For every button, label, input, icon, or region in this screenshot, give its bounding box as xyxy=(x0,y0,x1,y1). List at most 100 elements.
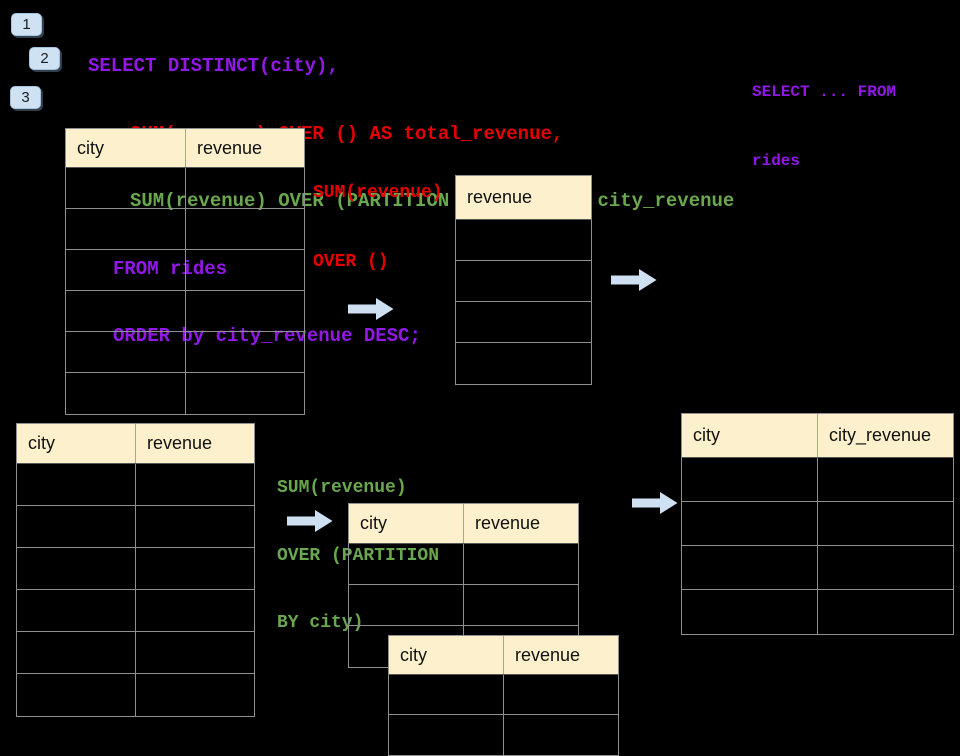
table-cell-empty xyxy=(504,675,618,714)
table-cell-empty xyxy=(389,715,504,755)
table-row xyxy=(66,291,304,332)
from-note-line1: SELECT ... FROM xyxy=(752,83,897,101)
table-row xyxy=(682,458,953,502)
arrow-right-icon-total-step2 xyxy=(611,268,657,292)
table-cell-empty xyxy=(818,546,953,589)
column-header-revenue: revenue xyxy=(147,433,213,453)
table-header-row: city revenue xyxy=(66,129,304,168)
total-revenue-annotation: SUM(revenue) OVER () xyxy=(313,136,443,297)
table-cell-empty xyxy=(136,506,254,547)
table-row xyxy=(17,464,254,506)
table-cell-empty xyxy=(186,332,304,372)
table-cell-empty xyxy=(136,632,254,673)
table-cell-empty xyxy=(66,332,186,372)
from-rides-note: SELECT ... FROM rides xyxy=(752,35,896,196)
column-header-city: city xyxy=(682,414,818,457)
partition-annotation-line1: SUM(revenue) xyxy=(277,478,407,498)
table-cell-empty xyxy=(186,168,304,208)
table-row xyxy=(17,548,254,590)
table-row xyxy=(389,715,618,755)
column-header-city: city xyxy=(66,129,186,167)
table-row xyxy=(66,168,304,209)
partition-annotation: SUM(revenue) OVER (PARTITION BY city) xyxy=(277,432,439,657)
table-total-revenue-result: revenue xyxy=(455,175,592,385)
table-cell-empty xyxy=(818,590,953,634)
column-header-city: city xyxy=(17,424,136,463)
total-annotation-line1: SUM(revenue) xyxy=(313,183,443,203)
column-header-revenue: revenue xyxy=(475,513,541,533)
table-cell-empty xyxy=(682,502,818,545)
table-cell-empty xyxy=(818,458,953,501)
table-cell-empty xyxy=(136,590,254,631)
table-cell-empty xyxy=(186,209,304,249)
table-cell-empty xyxy=(17,548,136,589)
column-header-city-revenue: city_revenue xyxy=(829,425,932,445)
arrow-right-icon-partition-step2 xyxy=(632,491,678,515)
table-row xyxy=(349,544,578,585)
arrow-right-icon-total-step1 xyxy=(348,297,394,321)
table-row xyxy=(682,546,953,590)
slide-canvas: { "slide": { "background": "#000000", "s… xyxy=(10,13,954,756)
table-source-top: city revenue xyxy=(65,128,305,415)
column-header-city: city xyxy=(389,636,504,674)
table-cell-empty xyxy=(504,715,618,755)
table-cell-empty xyxy=(66,168,186,208)
sql-line-from: FROM rides xyxy=(113,257,228,280)
table-cell-empty xyxy=(456,343,591,384)
table-city-revenue-result: city city_revenue xyxy=(681,413,954,635)
partition-annotation-line3: BY city) xyxy=(277,613,364,633)
table-source-bottom: city revenue xyxy=(16,423,255,717)
table-cell-empty xyxy=(186,291,304,331)
table-cell-empty xyxy=(136,464,254,505)
table-row xyxy=(456,220,591,261)
table-cell-empty xyxy=(17,674,136,716)
sql-line-order: ORDER by city_revenue DESC; xyxy=(113,325,421,347)
step-badge-2: 2 xyxy=(29,47,60,70)
from-note-line2: rides xyxy=(752,152,801,170)
table-cell-empty xyxy=(389,675,504,714)
table-cell-empty xyxy=(456,261,591,301)
partition-annotation-line2: OVER (PARTITION xyxy=(277,545,440,566)
table-cell-empty xyxy=(66,291,186,331)
column-header-revenue: revenue xyxy=(197,137,263,158)
table-header-row: city city_revenue xyxy=(682,414,953,458)
table-cell-empty xyxy=(456,302,591,342)
table-cell-empty xyxy=(682,590,818,634)
table-cell-empty xyxy=(66,209,186,249)
table-row xyxy=(17,590,254,632)
table-header-row: city revenue xyxy=(17,424,254,464)
table-row xyxy=(17,674,254,716)
table-row xyxy=(17,632,254,674)
table-cell-empty xyxy=(186,250,304,290)
table-cell-empty xyxy=(464,544,578,584)
table-row xyxy=(66,332,304,373)
total-annotation-line2: OVER () xyxy=(313,252,389,272)
step-badge-1: 1 xyxy=(11,13,42,36)
table-cell-empty xyxy=(349,544,464,584)
step-badge-3: 3 xyxy=(10,86,41,109)
table-row xyxy=(682,502,953,546)
table-cell-empty xyxy=(682,546,818,589)
table-cell-empty xyxy=(818,502,953,545)
table-row xyxy=(456,261,591,302)
table-cell-empty xyxy=(17,632,136,673)
table-row xyxy=(66,250,304,291)
sql-line-select: SELECT DISTINCT(city), xyxy=(88,55,339,77)
column-header-revenue: revenue xyxy=(467,187,533,207)
table-row xyxy=(66,373,304,414)
table-cell-empty xyxy=(682,458,818,501)
column-header-city: city xyxy=(349,504,464,543)
table-cell-empty xyxy=(66,250,186,290)
arrow-right-icon-partition-step1 xyxy=(287,509,333,533)
table-row xyxy=(456,302,591,343)
table-header-row: revenue xyxy=(456,176,591,220)
table-partition-front: city revenue xyxy=(388,635,619,756)
table-cell-empty xyxy=(464,585,578,625)
table-header-row: city revenue xyxy=(389,636,618,675)
table-cell-empty xyxy=(136,674,254,716)
table-row xyxy=(17,506,254,548)
table-row xyxy=(389,675,618,715)
table-row xyxy=(682,590,953,634)
column-header-revenue: revenue xyxy=(515,644,581,665)
table-row xyxy=(66,209,304,250)
